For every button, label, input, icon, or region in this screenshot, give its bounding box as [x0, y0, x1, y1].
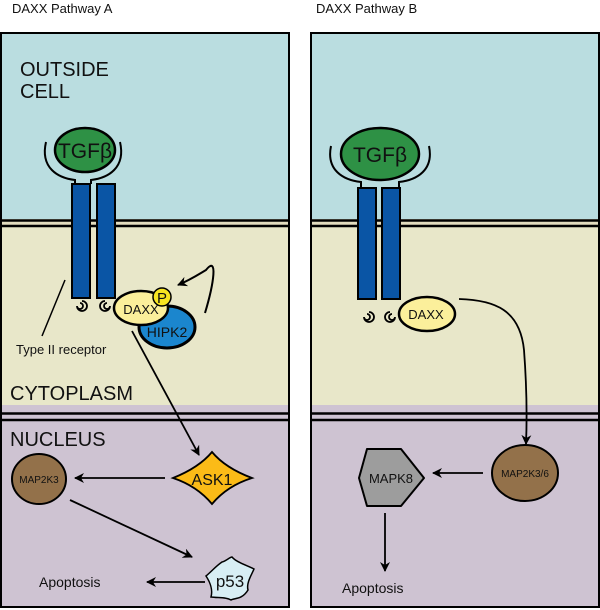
map2k36-label: MAP2K3/6	[501, 469, 549, 480]
tgfb-ligand: TGFβ	[339, 126, 421, 182]
tgfb-ligand: TGFβ	[53, 126, 117, 174]
phosphate-group: P	[152, 287, 172, 307]
label-outside: OUTSIDE	[20, 59, 109, 81]
daxx-to-ask1-arrow	[131, 330, 200, 456]
type-ii-receptor	[71, 183, 116, 312]
panel-a-border	[0, 32, 290, 608]
map2k3-node: MAP2K3	[11, 453, 67, 505]
type-ii-receptor-label: Type II receptor	[16, 342, 107, 357]
daxx-to-map2k36-arrow	[458, 298, 532, 445]
tgfb-label: TGFβ	[58, 140, 112, 163]
panel-b: DAXX Pathway B TGFβ DAXX	[310, 1, 600, 608]
hipk2-phosphorylation-arrow	[177, 264, 215, 314]
hipk2-label: HIPK2	[147, 324, 188, 340]
p53-node: p53	[205, 556, 255, 601]
label-nucleus: NUCLEUS	[10, 429, 106, 451]
map2k3-to-p53-arrow	[69, 499, 193, 558]
receptor-tail-coil	[99, 300, 111, 312]
apoptosis-label-b: Apoptosis	[342, 580, 403, 596]
panel-a-title: DAXX Pathway A	[12, 1, 113, 16]
daxx-node: DAXX	[397, 295, 457, 333]
receptor-tail-coil	[363, 311, 375, 323]
apoptosis-label-a: Apoptosis	[39, 574, 100, 590]
plasma-membrane	[311, 219, 599, 228]
receptor-pointer-line	[41, 279, 66, 337]
p53-label: p53	[216, 572, 244, 591]
receptor-tail-coil	[384, 311, 396, 323]
phosphate-label: P	[157, 290, 167, 307]
panel-b-title: DAXX Pathway B	[316, 1, 417, 16]
plasma-membrane	[1, 219, 289, 228]
nuclear-membrane	[1, 405, 289, 422]
nuclear-membrane	[311, 405, 599, 422]
mapk8-node: MAPK8	[358, 448, 425, 507]
receptor-binding-cup	[329, 145, 431, 188]
type-ii-receptor	[357, 187, 401, 323]
ask1-node: ASK1	[170, 450, 255, 506]
map2k3-label: MAP2K3	[19, 475, 59, 486]
outside-cell-compartment	[1, 33, 289, 219]
label-cell: CELL	[20, 81, 70, 103]
panel-a: DAXX Pathway A OUTSIDE CELL CYTOPLASM NU…	[0, 1, 290, 608]
daxx-label: DAXX	[123, 302, 159, 317]
label-cytoplasm: CYTOPLASM	[10, 383, 133, 405]
daxx-node: DAXX	[112, 289, 170, 327]
map2k36-node: MAP2K3/6	[491, 444, 559, 502]
daxx-label: DAXX	[408, 307, 444, 322]
receptor-binding-cup	[43, 141, 123, 184]
mapk8-label: MAPK8	[369, 471, 413, 486]
receptor-tail-coil	[76, 300, 88, 312]
nucleus-compartment	[311, 419, 599, 607]
tgfb-label: TGFβ	[353, 144, 407, 167]
outside-cell-compartment	[311, 33, 599, 219]
panel-b-border	[310, 32, 600, 608]
ask1-label: ASK1	[192, 472, 233, 489]
